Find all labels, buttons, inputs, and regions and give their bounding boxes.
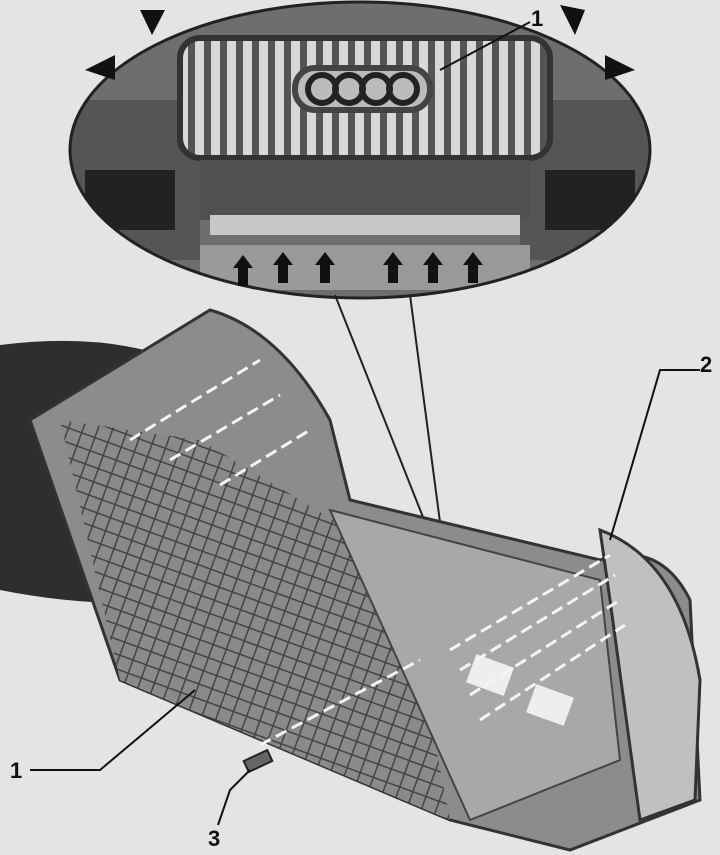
assembly-lines — [129, 358, 626, 747]
arrow-icon — [85, 55, 115, 80]
arrow-icon — [463, 252, 483, 283]
audi-rings-logo — [292, 65, 433, 113]
clip-arrows — [85, 5, 635, 286]
label-fastener: 3 — [208, 826, 221, 851]
label-grille-top: 1 — [531, 6, 544, 31]
label-grille-bottom: 1 — [10, 758, 23, 783]
bumper-assembly — [28, 308, 702, 852]
bumper-grille — [60, 420, 450, 820]
arrow-icon — [605, 55, 635, 80]
fastener-screw — [242, 748, 274, 774]
arrow-icon — [560, 5, 585, 35]
arrow-icon — [423, 252, 443, 283]
arrow-icon — [383, 252, 403, 283]
arrow-icon — [315, 252, 335, 283]
label-bumper-side: 2 — [700, 352, 713, 377]
arrow-icon — [273, 252, 293, 283]
detail-callout — [70, 2, 650, 298]
arrow-icon — [233, 255, 253, 286]
arrow-icon — [140, 10, 165, 35]
callout-outline — [68, 0, 652, 300]
